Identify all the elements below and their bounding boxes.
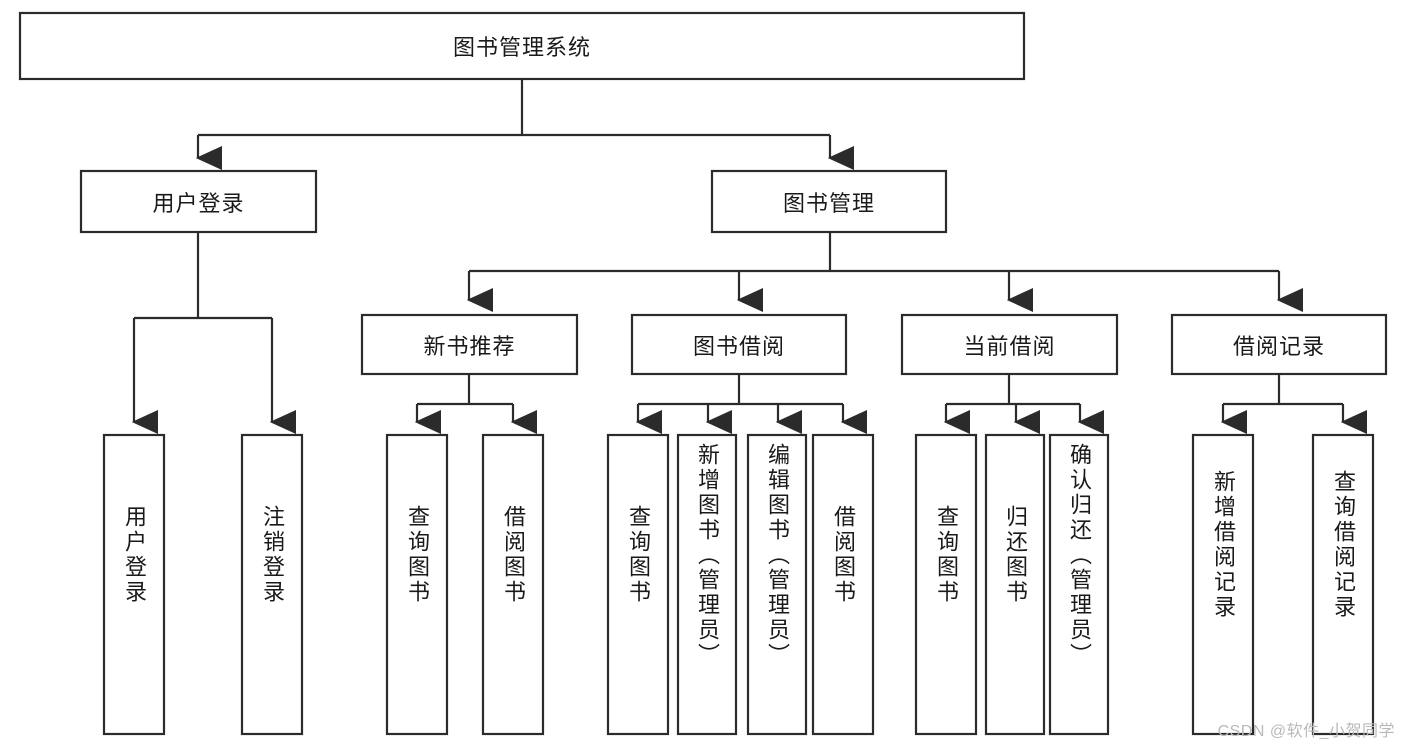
leaf-query-record-rect[interactable] — [1311, 433, 1375, 736]
node-book-borrow-rect[interactable] — [630, 313, 848, 376]
edges-new-book-recommend-to-leaves — [414, 374, 538, 435]
leaf-borrow-book-2-rect[interactable] — [811, 433, 875, 736]
leaf-add-record-rect[interactable] — [1191, 433, 1255, 736]
edges-borrow-record-to-leaves — [1220, 374, 1368, 435]
edges-current-borrow-to-leaves — [943, 374, 1105, 435]
csdn-watermark: CSDN @软件_小贺同学 — [1217, 723, 1395, 740]
leaf-query-book-2-rect[interactable] — [606, 433, 670, 736]
leaf-confirm-return-rect[interactable] — [1048, 433, 1110, 736]
node-book-manage-rect[interactable] — [710, 169, 948, 234]
edges-user-login-to-leaves — [131, 232, 297, 435]
leaf-user-login-rect[interactable] — [102, 433, 166, 736]
edges-book-borrow-to-leaves — [635, 374, 868, 435]
leaf-logout-login-rect[interactable] — [240, 433, 304, 736]
node-current-borrow-rect[interactable] — [900, 313, 1119, 376]
edges-book-manage-to-level3 — [466, 232, 1304, 313]
leaf-borrow-book-1-rect[interactable] — [481, 433, 545, 736]
node-user-login-rect[interactable] — [79, 169, 318, 234]
leaf-return-book-rect[interactable] — [984, 433, 1046, 736]
node-new-book-recommend-rect[interactable] — [360, 313, 579, 376]
leaf-edit-book-rect[interactable] — [746, 433, 808, 736]
leaf-query-book-1-rect[interactable] — [385, 433, 449, 736]
leaf-add-book-rect[interactable] — [676, 433, 738, 736]
leaf-query-book-3-rect[interactable] — [914, 433, 978, 736]
edges-root-to-level2 — [195, 79, 855, 171]
node-borrow-record-rect[interactable] — [1170, 313, 1388, 376]
node-title-rect[interactable] — [18, 11, 1026, 81]
